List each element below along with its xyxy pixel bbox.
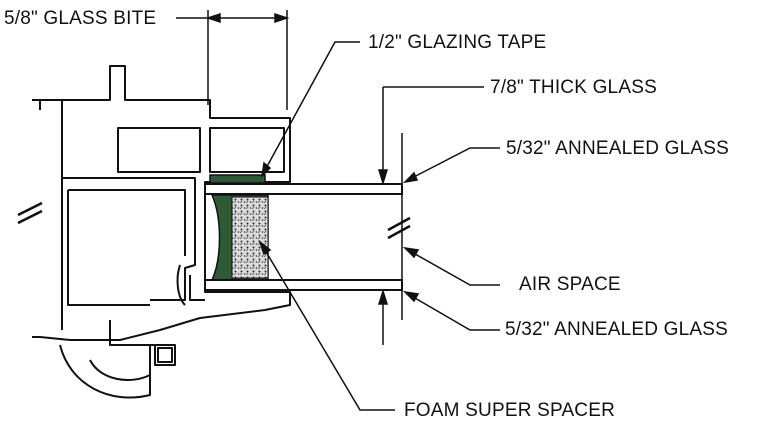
label-foam-super-spacer: FOAM SUPER SPACER [404,400,616,421]
label-thick-glass: 7/8" THICK GLASS [490,77,657,98]
label-air-space: AIR SPACE [519,274,621,295]
label-annealed-glass-bottom: 5/32" ANNEALED GLASS [505,319,729,340]
label-glazing-tape: 1/2" GLAZING TAPE [368,32,547,53]
foam-core [231,196,269,279]
label-glass-bite: 5/8" GLASS BITE [4,8,157,29]
leader-lines [258,41,500,411]
glazing-tape [209,174,266,184]
thick-glass-dimension [377,86,484,345]
break-marks [17,201,411,240]
label-annealed-glass-top: 5/32" ANNEALED GLASS [506,138,730,159]
glass-bite-dimension [176,10,290,110]
